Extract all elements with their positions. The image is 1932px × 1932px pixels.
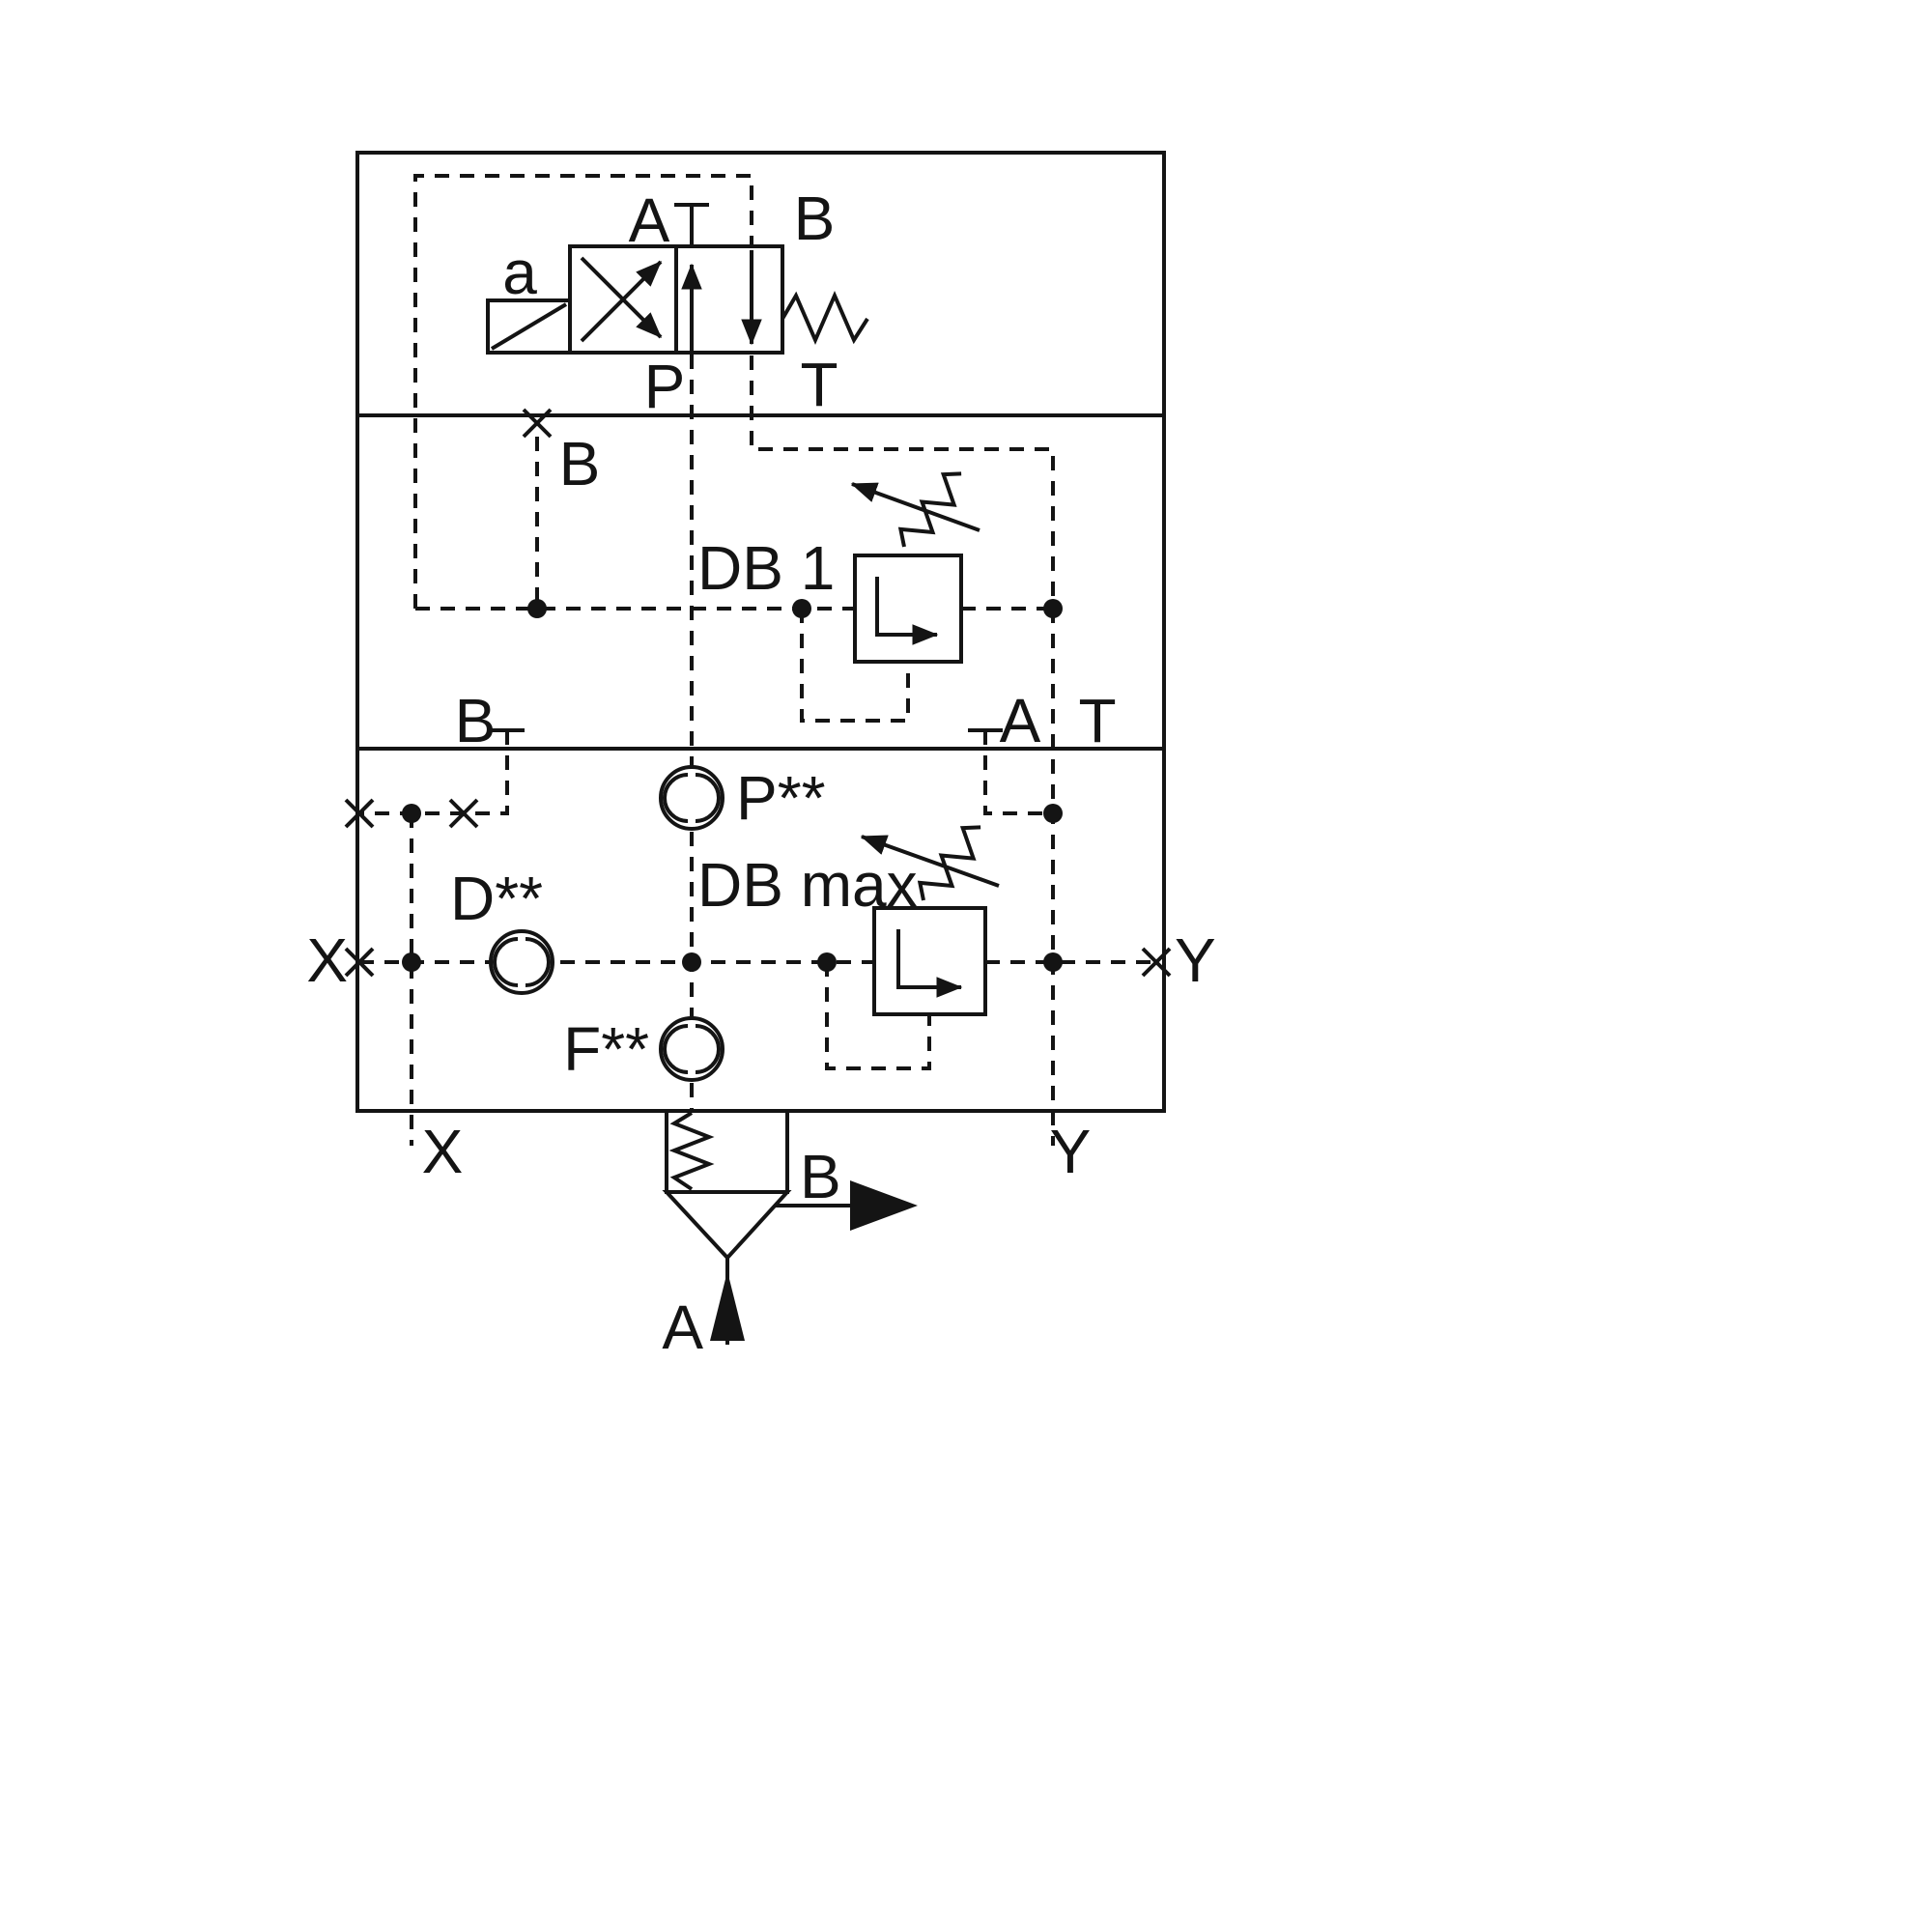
label-valve-port-a: A (629, 185, 670, 255)
valve-position-parallel (674, 244, 784, 355)
label-stage3-port-a: A (1000, 686, 1041, 755)
label-gauge-d: D** (450, 864, 543, 933)
db1-flow-arrow (875, 577, 939, 645)
plug-mid-b-icon (448, 798, 479, 829)
measuring-point-f (659, 1016, 724, 1082)
plug-b-icon (522, 408, 553, 439)
label-stage3-port-b: B (455, 686, 497, 755)
dbmax-adjust-arrow (860, 835, 1000, 888)
label-gauge-p: P** (736, 763, 826, 833)
label-solenoid-a: a (502, 238, 537, 307)
pilot-control-lines (357, 174, 1159, 1146)
label-plugged-b: B (559, 429, 601, 498)
outlet-b-arrow (850, 1180, 918, 1231)
label-valve-port-t: T (800, 350, 838, 419)
crossed-arrow-down (580, 256, 663, 339)
labels: a A B P T B DB 1 B A T P** DB max D** F*… (306, 184, 1215, 1362)
check-spring-chamber (665, 1109, 789, 1194)
label-port-x: X (306, 925, 348, 995)
label-outlet-b: B (800, 1142, 841, 1211)
pilot-directional-valve (486, 203, 869, 355)
label-valve-port-b: B (794, 184, 836, 253)
label-gauge-f: F** (563, 1014, 649, 1084)
label-dbmax: DB max (697, 850, 918, 920)
dbmax-pilot-loop (825, 962, 931, 1070)
flow-arrows (710, 1180, 918, 1341)
check-spring-icon (668, 1111, 715, 1191)
inlet-a-arrow (710, 1271, 745, 1341)
label-valve-port-p: P (644, 352, 686, 421)
measuring-point-p (659, 765, 724, 831)
relief-valve-dbmax (860, 825, 1000, 1016)
label-bottom-y: Y (1050, 1117, 1092, 1186)
dbmax-flow-arrow (896, 929, 963, 998)
label-stage3-port-t: T (1078, 686, 1116, 755)
junction-dots (402, 599, 1063, 972)
dbmax-spring-icon (917, 825, 981, 901)
db1-adjust-arrow (850, 482, 980, 532)
db1-spring-icon (897, 471, 962, 548)
db1-body (853, 554, 963, 664)
plug-y-icon (1141, 947, 1172, 978)
plug-x-icon (344, 947, 375, 978)
label-bottom-x: X (422, 1117, 464, 1186)
relief-valve-db1 (850, 471, 980, 664)
label-db1: DB 1 (697, 533, 835, 603)
plug-marks (344, 408, 1172, 978)
measuring-point-d (489, 929, 554, 995)
solenoid-a-icon (486, 298, 572, 355)
db1-pilot-loop (800, 609, 910, 723)
dbmax-body (872, 906, 987, 1016)
return-spring-icon (781, 290, 869, 346)
crossed-arrow-up (580, 260, 663, 343)
plug-left-b-icon (344, 798, 375, 829)
pilot-loop-left (413, 174, 753, 609)
check-poppet-icon (662, 1190, 792, 1261)
port-a-link (983, 730, 1053, 815)
label-port-y: Y (1175, 925, 1216, 995)
label-inlet-a: A (662, 1293, 703, 1362)
